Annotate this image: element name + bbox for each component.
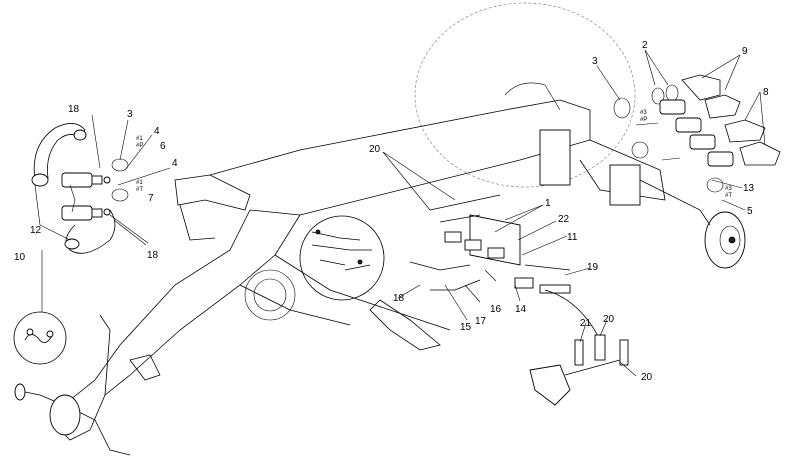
label-10: 10 <box>14 252 26 263</box>
label-15: 15 <box>460 322 472 333</box>
label-6: 6 <box>160 141 166 152</box>
mark-left-3: #1 <box>136 180 143 186</box>
label-2: 2 <box>642 40 648 51</box>
label-13: 13 <box>743 183 755 194</box>
label-4-upper: 4 <box>154 126 160 137</box>
label-1: 1 <box>545 198 551 209</box>
mark-right-4: #T <box>725 193 732 199</box>
label-19: 19 <box>587 262 599 273</box>
label-18-left: 18 <box>147 250 159 261</box>
mark-right-2: #P <box>640 117 647 123</box>
label-18-top: 18 <box>68 104 80 115</box>
label-8: 8 <box>763 87 769 98</box>
label-20-right: 20 <box>603 314 615 325</box>
label-4-lower: 4 <box>172 158 178 169</box>
right-couplings <box>613 74 781 193</box>
label-11: 11 <box>567 232 578 243</box>
label-16: 16 <box>490 304 502 315</box>
leader-lines <box>34 49 766 377</box>
label-20-top: 20 <box>369 144 381 155</box>
label-3-left: 3 <box>127 109 133 120</box>
label-7: 7 <box>148 193 154 204</box>
label-18-mid: 18 <box>393 293 405 304</box>
mark-left-2: #P <box>136 143 143 149</box>
label-20-bottom: 20 <box>641 372 653 383</box>
mark-left-1: #1 <box>136 136 143 142</box>
label-17: 17 <box>475 316 487 327</box>
label-5: 5 <box>747 206 753 217</box>
left-couplings <box>31 123 129 254</box>
mark-right-1: #3 <box>640 110 647 116</box>
label-3-right: 3 <box>592 56 598 67</box>
coupler-marks: #1 #P #1 #T #3 #P #3 #T <box>136 110 732 199</box>
wheel-hub <box>639 179 746 269</box>
label-9: 9 <box>742 46 748 57</box>
mark-right-3: #3 <box>725 186 732 192</box>
frame-assembly <box>14 99 666 456</box>
label-14: 14 <box>515 304 527 315</box>
label-21: 21 <box>580 318 592 329</box>
disc-outline <box>414 2 636 188</box>
label-22: 22 <box>558 214 570 225</box>
callout-labels: 1 2 3 3 4 4 5 6 7 8 9 10 12 11 13 14 15 … <box>14 40 769 383</box>
mark-left-4: #T <box>136 187 143 193</box>
coupler-detail-circle <box>13 250 67 365</box>
valve-block <box>409 194 629 406</box>
label-12: 12 <box>30 225 42 236</box>
detail-circle <box>299 215 385 301</box>
